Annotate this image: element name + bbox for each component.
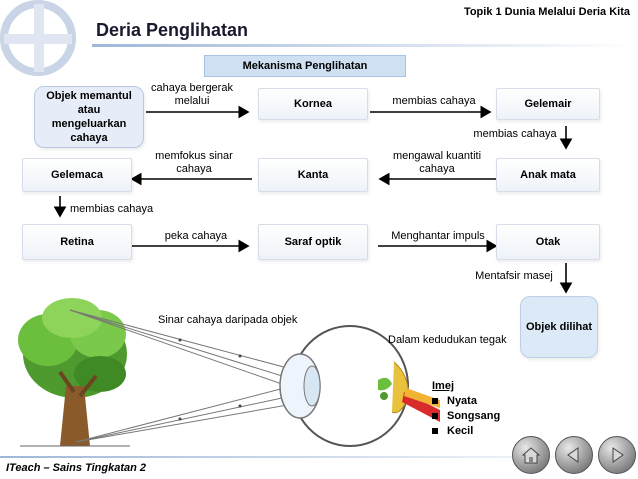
image-property-label: Nyata	[447, 395, 477, 407]
node-anak-mata-label: Anak mata	[520, 169, 576, 181]
node-kanta-label: Kanta	[297, 169, 329, 181]
node-gelemaca-label: Gelemaca	[51, 169, 103, 181]
tree-icon	[18, 298, 130, 447]
home-icon	[521, 447, 541, 464]
node-gelemaca: Gelemaca	[22, 158, 132, 192]
node-gelemair: Gelemair	[496, 88, 600, 120]
node-saraf-optik: Saraf optik	[258, 224, 368, 260]
node-kornea: Kornea	[258, 88, 368, 120]
topic-label: Topik 1 Dunia Melalui Deria Kita	[463, 6, 630, 18]
image-properties: Imej Nyata Songsang Kecil	[432, 380, 500, 440]
position-label: Dalam kedudukan tegak	[388, 334, 507, 346]
previous-button[interactable]	[555, 436, 593, 474]
node-saraf-optik-label: Saraf optik	[284, 236, 342, 248]
node-kornea-label: Kornea	[294, 98, 332, 110]
bullet-icon	[432, 398, 438, 404]
edge-label-retina-saraf: peka cahaya	[164, 230, 228, 242]
node-gelemair-label: Gelemair	[524, 98, 572, 110]
vision-illustration	[18, 298, 440, 447]
node-kanta: Kanta	[258, 158, 368, 192]
decorative-logo-icon	[0, 0, 76, 76]
image-property-label: Songsang	[447, 410, 501, 422]
previous-icon	[567, 447, 579, 463]
image-property-label: Kecil	[447, 425, 474, 437]
edge-label-kanta-gelemaca: memfokus sinar cahaya	[155, 150, 233, 175]
node-objek: Objek memantul atau mengeluarkan cahaya	[34, 86, 144, 148]
image-property-item: Nyata	[432, 395, 500, 407]
node-anak-mata: Anak mata	[496, 158, 600, 192]
image-property-item: Songsang	[432, 410, 500, 422]
next-button[interactable]	[598, 436, 636, 474]
edge-label-gelemair-anakmata: membias cahaya	[473, 128, 557, 140]
edge-label-saraf-otak: Menghantar impuls	[391, 230, 485, 242]
node-retina: Retina	[22, 224, 132, 260]
home-button[interactable]	[512, 436, 550, 474]
node-objek-label: Objek memantul atau mengeluarkan cahaya	[46, 90, 132, 144]
diagram-heading: Mekanisma Penglihatan	[204, 55, 406, 77]
edge-label-kornea-gelemair: membias cahaya	[392, 95, 476, 107]
edge-label-anakmata-kanta: mengawal kuantiti cahaya	[392, 150, 482, 175]
edge-label-objek-kornea: cahaya bergerak melalui	[151, 82, 233, 107]
eye-icon	[279, 325, 440, 447]
page-title: Deria Penglihatan	[96, 20, 249, 40]
bullet-icon	[432, 428, 438, 434]
node-objek-dilihat-label: Objek dilihat	[525, 321, 592, 333]
title-divider	[92, 44, 638, 47]
ray-label: Sinar cahaya daripada objek	[158, 314, 298, 326]
node-otak: Otak	[496, 224, 600, 260]
edge-label-otak-objek: Mentafsir masej	[475, 270, 553, 282]
image-property-item: Kecil	[432, 425, 500, 437]
footer-divider	[0, 456, 638, 458]
footer-label: ITeach – Sains Tingkatan 2	[6, 462, 146, 474]
bullet-icon	[432, 413, 438, 419]
edge-label-gelemaca-retina: membias cahaya	[70, 203, 154, 215]
node-retina-label: Retina	[60, 236, 94, 248]
node-otak-label: Otak	[535, 236, 561, 248]
image-properties-title: Imej	[432, 380, 455, 392]
node-objek-dilihat: Objek dilihat	[520, 296, 598, 358]
next-icon	[612, 447, 624, 463]
